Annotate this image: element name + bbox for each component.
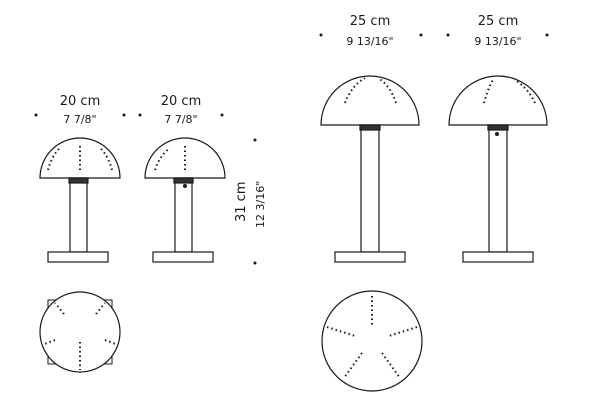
height-cm: 31 cm: [234, 181, 249, 223]
large-lamp-2-width-cm: 25 cm: [477, 14, 519, 29]
height-in: 12 3/16": [254, 180, 267, 228]
large-lamp-front-view: [320, 75, 420, 263]
small-lamp-top-view: [39, 291, 121, 373]
large-lamp-1-width-cm: 25 cm: [349, 14, 391, 29]
small-lamp-side-view: [144, 137, 226, 263]
small-lamp-1-width-in: 7 7/8": [63, 113, 97, 126]
large-lamp-top-view: [321, 290, 423, 392]
small-lamp-front-view: [39, 137, 121, 263]
small-lamp-2-width-in: 7 7/8": [164, 113, 198, 126]
large-lamp-1-width-in: 9 13/16": [346, 35, 394, 48]
small-lamp-1-width-cm: 20 cm: [59, 94, 101, 109]
large-lamp-side-view: [448, 75, 548, 263]
dimension-markers: [34, 33, 549, 265]
large-lamp-2-width-in: 9 13/16": [474, 35, 522, 48]
small-lamp-2-width-cm: 20 cm: [160, 94, 202, 109]
